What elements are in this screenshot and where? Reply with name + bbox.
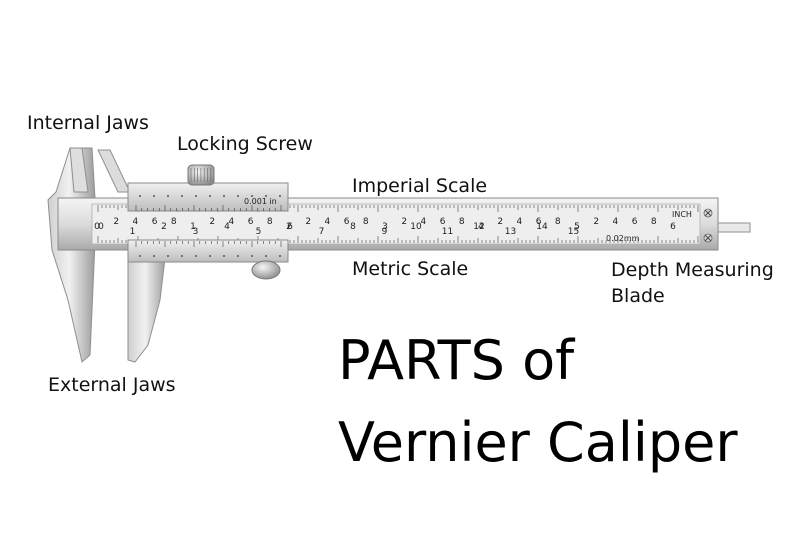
metric-number: 7 (319, 227, 325, 237)
vernier-dot (195, 195, 197, 197)
thumb-wheel (251, 260, 281, 280)
internal-jaws-label: Internal Jaws (27, 112, 149, 134)
imperial-number: 8 (267, 217, 273, 227)
imperial-number: 8 (363, 217, 369, 227)
vernier-dot (181, 255, 183, 257)
locking-screw-knurl (190, 168, 212, 182)
imperial-number: 3 (382, 222, 388, 232)
imperial-number: 4 (325, 217, 331, 227)
vernier-dot (223, 195, 225, 197)
vernier-dot (139, 195, 141, 197)
inch-unit-label: INCH (672, 210, 692, 219)
vernier-scale-ticks (135, 195, 282, 257)
metric-number: 15 (568, 227, 579, 237)
imperial-number: 6 (248, 217, 254, 227)
imperial-scale-label: Imperial Scale (352, 175, 488, 197)
vernier-dot (279, 255, 281, 257)
page-title-line2: Vernier Caliper (338, 411, 738, 474)
vernier-dot (181, 195, 183, 197)
end-screws (703, 208, 713, 243)
vernier-imperial-label: 0.001 in (244, 197, 277, 206)
imperial-number: 8 (171, 217, 177, 227)
imperial-number: 0 (94, 222, 100, 232)
metric-scale-label: Metric Scale (352, 258, 469, 280)
imperial-number: 1 (190, 222, 196, 232)
vernier-dot (237, 195, 239, 197)
fixed-jaw (47, 147, 96, 363)
imperial-number: 4 (613, 217, 619, 227)
external-jaws-label: External Jaws (48, 374, 176, 396)
imperial-number: 4 (478, 222, 484, 232)
locking-screw-label: Locking Screw (177, 133, 313, 155)
imperial-number: 6 (536, 217, 542, 227)
imperial-number: 6 (344, 217, 350, 227)
vernier-dot (209, 255, 211, 257)
sliding-internal-jaw (97, 149, 131, 193)
imperial-number: 2 (401, 217, 407, 227)
vernier-dot (195, 255, 197, 257)
metric-number: 11 (442, 227, 453, 237)
vernier-dot (209, 195, 211, 197)
vernier-dot (251, 195, 253, 197)
imperial-number: 2 (113, 217, 119, 227)
metric-number: 12 (473, 222, 484, 232)
metric-number: 4 (224, 222, 230, 232)
vernier-slide-bottom (127, 239, 289, 263)
metric-number: 2 (161, 222, 167, 232)
imperial-number: 6 (152, 217, 158, 227)
vernier-dot (251, 255, 253, 257)
imperial-number: 2 (593, 217, 599, 227)
metric-number: 9 (382, 227, 388, 237)
end-screw-bottom-slot-cross (704, 234, 712, 242)
depth-measuring-label-line1: Depth Measuring (611, 259, 774, 281)
metric-unit-label: 0.02mm (606, 234, 640, 243)
vernier-dot (167, 195, 169, 197)
imperial-number: 8 (459, 217, 465, 227)
metric-number: 1 (130, 227, 136, 237)
imperial-number: 6 (670, 222, 676, 232)
vernier-dot (153, 255, 155, 257)
fixed-internal-jaw (69, 147, 89, 193)
imperial-number: 6 (632, 217, 638, 227)
imperial-number: 8 (555, 217, 561, 227)
vernier-dot (139, 255, 141, 257)
page-title-line1: PARTS of (338, 329, 575, 392)
depth-measuring-label-line2: Blade (611, 285, 665, 307)
vernier-dot (265, 255, 267, 257)
metric-number: 3 (193, 227, 199, 237)
metric-number: 0 (98, 222, 104, 232)
end-screw-top-slot-cross (704, 209, 712, 217)
vernier-dot (265, 195, 267, 197)
metric-number: 13 (505, 227, 516, 237)
metric-number: 14 (536, 222, 548, 232)
imperial-number: 6 (440, 217, 446, 227)
imperial-number: 8 (651, 217, 657, 227)
imperial-number: 4 (421, 217, 427, 227)
metric-number: 6 (287, 222, 293, 232)
imperial-number: 4 (133, 217, 139, 227)
vernier-dot (223, 255, 225, 257)
metric-number: 10 (410, 222, 422, 232)
imperial-number: 2 (209, 217, 215, 227)
vernier-slide-top (127, 182, 289, 212)
imperial-number: 4 (517, 217, 523, 227)
vernier-dot (153, 195, 155, 197)
vernier-dot (279, 195, 281, 197)
vernier-dot (167, 255, 169, 257)
metric-number: 5 (256, 227, 262, 237)
imperial-number: 5 (574, 222, 580, 232)
imperial-number: 2 (497, 217, 503, 227)
metric-number: 8 (350, 222, 356, 232)
imperial-number: 2 (286, 222, 292, 232)
imperial-number: 4 (229, 217, 235, 227)
vernier-dot (237, 255, 239, 257)
imperial-number: 2 (305, 217, 311, 227)
sliding-external-jaw (127, 249, 167, 363)
